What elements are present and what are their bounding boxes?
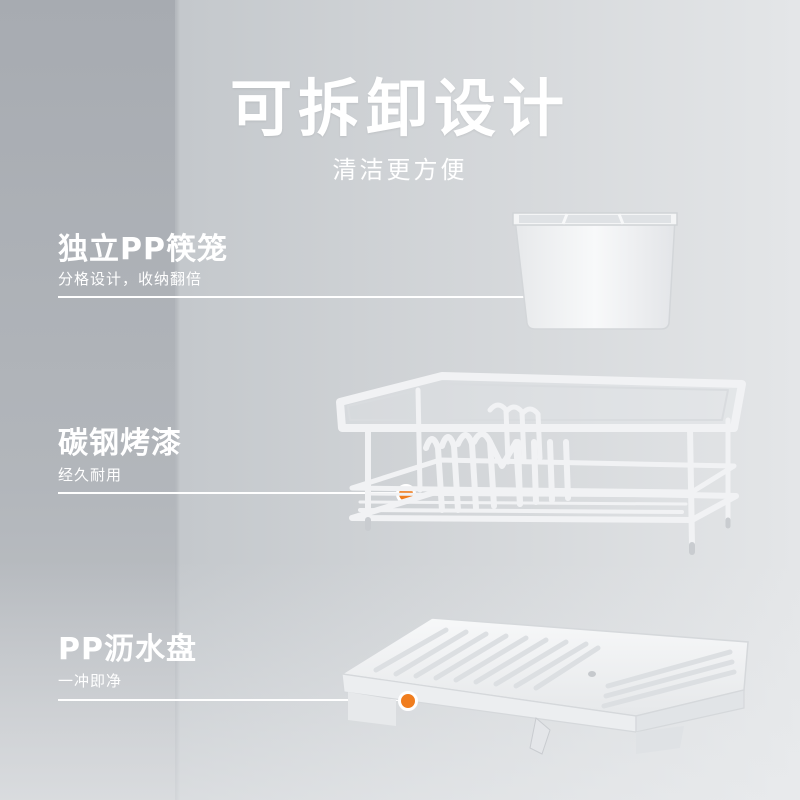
dish-rack-image: [336, 372, 746, 555]
drip-tray-image: [339, 617, 749, 755]
feature-desc-drip-tray: 一冲即净: [58, 672, 123, 690]
leader-line-drip-tray: [58, 699, 404, 701]
leader-line-utensil-holder: [58, 296, 558, 298]
page-subtitle: 清洁更方便: [332, 156, 468, 184]
utensil-holder-image: [512, 212, 678, 330]
feature-name-steel-rack: 碳钢烤漆: [58, 426, 182, 461]
leader-line-steel-rack: [58, 492, 404, 494]
feature-name-utensil-holder: 独立PP筷笼: [58, 232, 228, 267]
feature-name-drip-tray: PP沥水盘: [58, 632, 197, 667]
feature-desc-utensil-holder: 分格设计，收纳翻倍: [58, 270, 203, 288]
page-title: 可拆卸设计: [229, 72, 570, 145]
feature-desc-steel-rack: 经久耐用: [58, 466, 123, 484]
leader-dot-drip-tray: [398, 691, 418, 711]
